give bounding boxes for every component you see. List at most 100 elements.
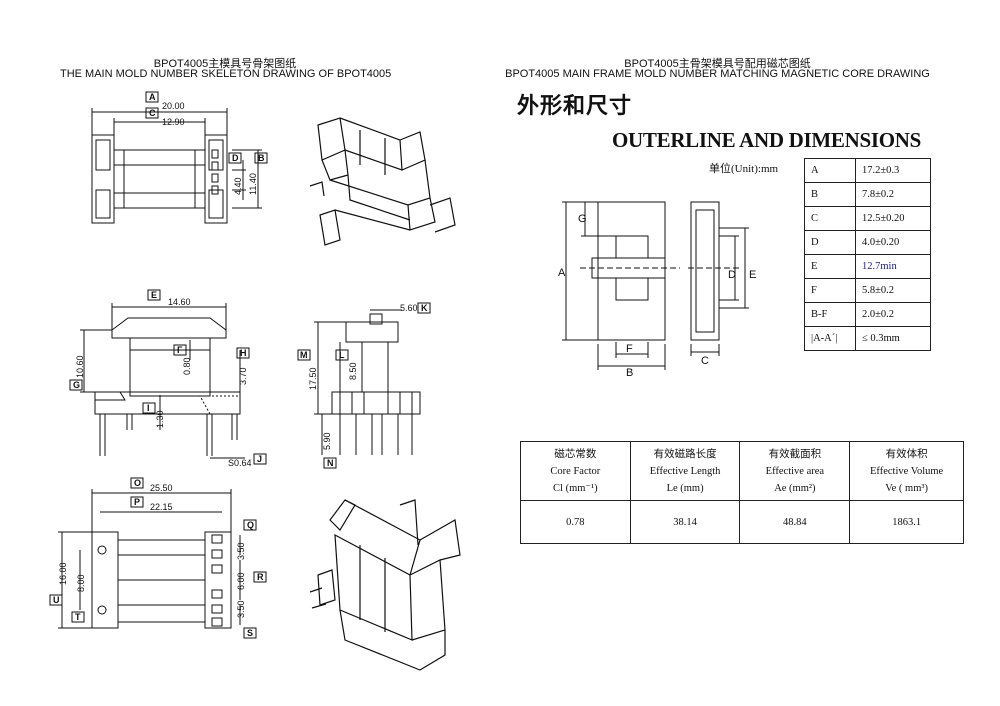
cf-value-ae: 48.84	[739, 500, 851, 544]
label-K-side: K	[421, 303, 428, 313]
cf-header-cn: 磁芯常数	[554, 448, 597, 460]
label-Q-bottom: Q	[247, 520, 254, 530]
right-header-cn: BPOT4005主骨架模具号配用磁芯图纸	[624, 58, 811, 70]
skeleton-front-view	[69, 289, 267, 465]
dim-I-front: 1.30	[155, 410, 165, 428]
cf-header-en: Core Factor	[550, 465, 601, 477]
right-header-en: BPOT4005 MAIN FRAME MOLD NUMBER MATCHING…	[505, 68, 930, 80]
label-S-bottom: S	[247, 628, 253, 638]
cf-value-ve: 1863.1	[849, 500, 964, 544]
label-N-side: N	[327, 458, 334, 468]
label-A-top: A	[149, 92, 156, 102]
dim-J-front: S0.64	[228, 458, 252, 468]
dim-value: 17.2±0.3	[855, 158, 931, 183]
dim-H-front: 3.70	[238, 367, 248, 385]
cf-value-le: 38.14	[629, 500, 741, 544]
dim-value: 7.8±0.2	[855, 182, 931, 207]
skeleton-side-view	[297, 302, 431, 469]
unit-label: 单位(Unit):mm	[709, 163, 779, 175]
core-label-D: D	[728, 269, 736, 281]
label-G-front: G	[73, 380, 80, 390]
label-M-side: M	[300, 350, 308, 360]
label-C-top: C	[149, 108, 156, 118]
dim-T-bottom: 8.00	[76, 574, 86, 592]
cf-header-cn: 有效截面积	[768, 448, 822, 460]
skeleton-drawing: A C 20.00 12.90 D B 4.40 11.40 E 14.60 G…	[49, 91, 461, 671]
dim-value: 5.8±0.2	[855, 278, 931, 303]
left-header-en: THE MAIN MOLD NUMBER SKELETON DRAWING OF…	[60, 68, 392, 80]
dim-R-bottom: 6.00	[236, 572, 246, 590]
dim-M-side: 17.50	[308, 367, 318, 390]
label-O-bottom: O	[134, 478, 141, 488]
dim-value: 12.7min	[855, 254, 931, 279]
cf-header-sym: Ae (mm²)	[774, 482, 816, 494]
label-D-top: D	[232, 153, 239, 163]
dim-C-top: 12.90	[162, 117, 185, 127]
cf-header-sym: Cl (mm⁻¹)	[553, 482, 598, 494]
dim-Q-bottom: 3.50	[236, 542, 246, 560]
dim-L-side: 8.50	[348, 362, 358, 380]
dim-value: 4.0±0.20	[855, 230, 931, 255]
cf-header-ae: 有效截面积 Effective area Ae (mm²)	[739, 441, 851, 501]
cf-header-ve: 有效体积 Effective Volume Ve ( mm³)	[849, 441, 964, 501]
label-R-bottom: R	[257, 572, 264, 582]
skeleton-3d-top	[309, 117, 456, 246]
left-header-cn: BPOT4005主模具号骨架图纸	[153, 58, 297, 70]
dim-N-side: 5.90	[322, 432, 332, 450]
label-T-bottom: T	[75, 612, 81, 622]
cf-header-sym: Ve ( mm³)	[885, 482, 929, 494]
skeleton-top-view	[91, 91, 268, 224]
label-E-front: E	[151, 290, 157, 300]
dim-B-top: 11.40	[248, 173, 258, 195]
cf-header-en: Effective Length	[649, 465, 721, 477]
label-J-front: J	[257, 454, 262, 464]
cf-header-en: Effective Volume	[870, 465, 944, 477]
dim-S-bottom: 3.50	[236, 600, 246, 618]
core-title-en: OUTERLINE AND DIMENSIONS	[612, 128, 922, 152]
dim-value: 2.0±0.2	[855, 302, 931, 327]
cf-header-cl: 磁芯常数 Core Factor Cl (mm⁻¹)	[520, 441, 631, 501]
cf-header-cn: 有效体积	[885, 448, 928, 460]
label-F-front: F	[177, 345, 183, 355]
label-B-top: B	[258, 153, 265, 163]
label-H-front: H	[240, 348, 247, 358]
dim-key: F	[804, 278, 856, 303]
label-P-bottom: P	[134, 497, 140, 507]
dim-G-front: 10.60	[75, 355, 85, 378]
skeleton-bottom-view	[49, 477, 267, 639]
dim-U-bottom: 16.00	[58, 562, 68, 585]
cf-header-en: Effective area	[765, 465, 825, 477]
core-label-C: C	[701, 355, 709, 367]
dim-key: E	[804, 254, 856, 279]
dim-value: ≤ 0.3mm	[855, 326, 931, 351]
dim-O-bottom: 25.50	[150, 483, 173, 493]
cf-header-le: 有效磁路长度 Effective Length Le (mm)	[629, 441, 741, 501]
cf-value-cl: 0.78	[520, 500, 631, 544]
dim-key: B-F	[804, 302, 856, 327]
label-L-side: L	[339, 350, 345, 360]
dim-row-A-A: |A-A´|≤ 0.3mm	[804, 326, 931, 351]
dim-K-side: 5.60	[400, 303, 418, 313]
dim-P-bottom: 22.15	[150, 502, 173, 512]
core-label-G: G	[578, 213, 587, 225]
dim-value: 12.5±0.20	[855, 206, 931, 231]
dim-key: A	[804, 158, 856, 183]
dim-key: |A-A´|	[804, 326, 856, 351]
core-label-B: B	[626, 367, 633, 379]
dim-D-top: 4.40	[233, 177, 243, 195]
core-drawing: A G F B C D E	[558, 201, 756, 379]
cf-header-sym: Le (mm)	[666, 482, 704, 494]
core-label-A: A	[558, 267, 566, 279]
skeleton-3d-bottom	[309, 499, 461, 671]
dim-key: C	[804, 206, 856, 231]
dim-F-front: 0.80	[182, 357, 192, 375]
core-factor-table: 磁芯常数 Core Factor Cl (mm⁻¹) 有效磁路长度 Effect…	[520, 441, 964, 544]
core-label-E: E	[749, 269, 756, 281]
